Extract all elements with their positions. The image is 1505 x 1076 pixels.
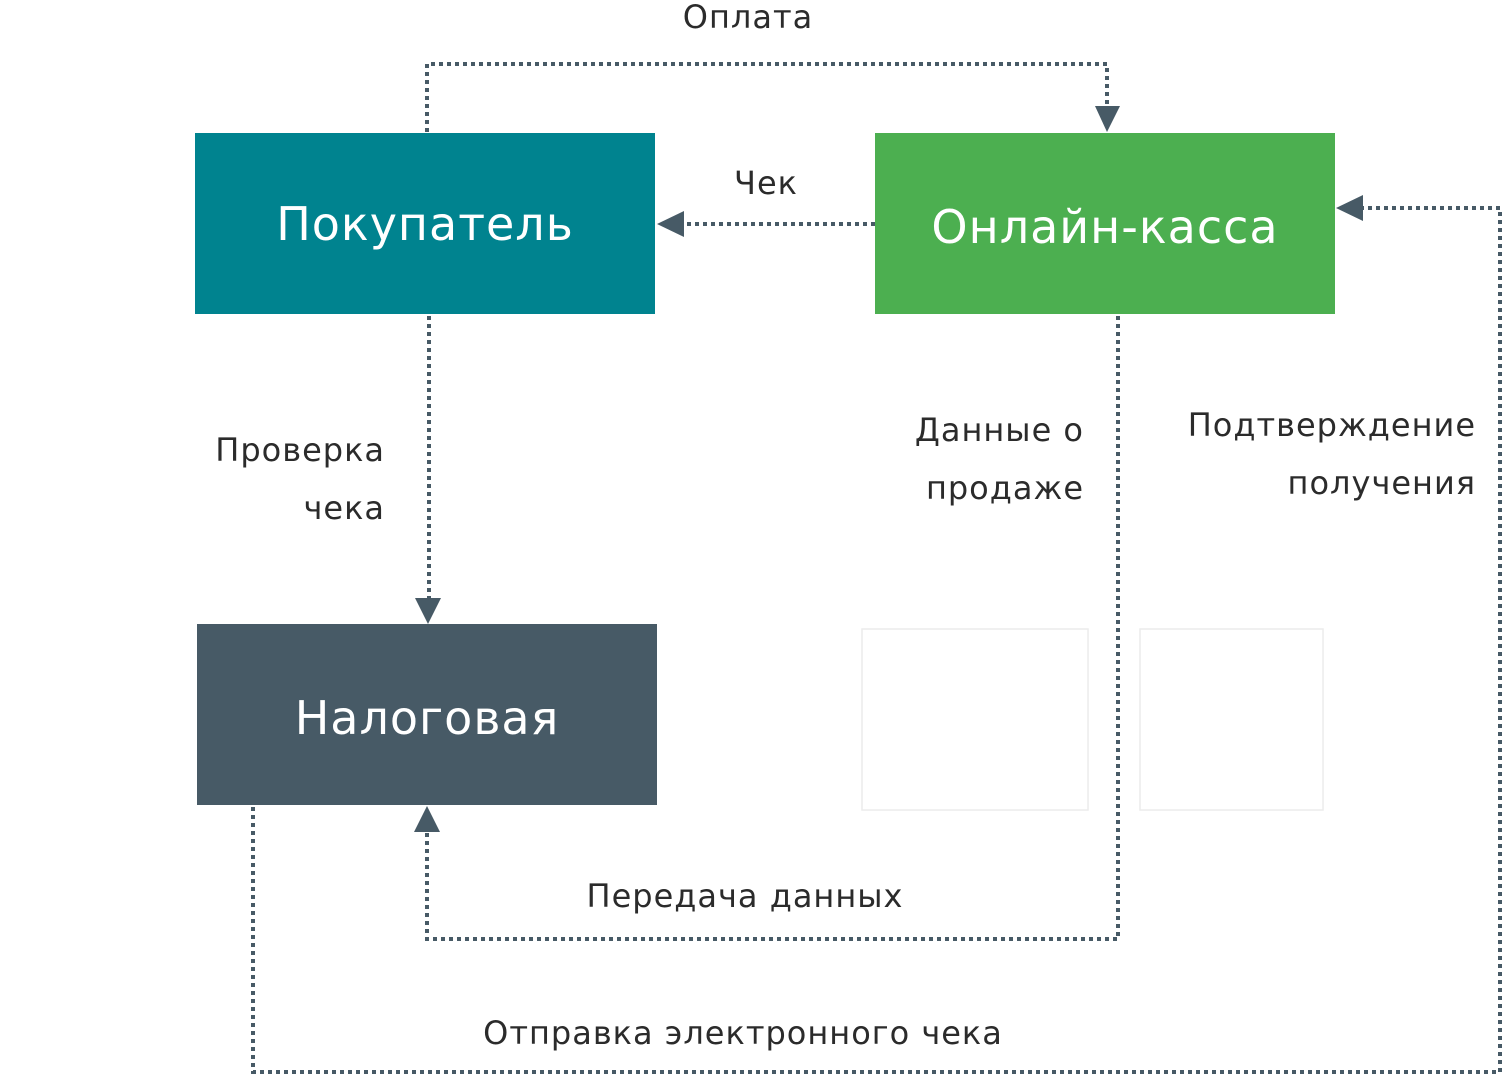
- check-receipt-label-line: Проверка: [215, 431, 385, 469]
- online-register-node: Онлайн-касса: [875, 133, 1335, 314]
- data-transfer-label: Передача данных: [586, 877, 904, 915]
- confirmation-label-line: Подтверждение: [1187, 406, 1476, 444]
- online-register-node-label: Онлайн-касса: [931, 199, 1279, 254]
- confirmation-connector: [251, 206, 1502, 1074]
- faint-placeholder-box: [1139, 628, 1324, 811]
- check-receipt-label: Проверка чека: [215, 421, 385, 537]
- payment-label: Оплата: [682, 0, 814, 36]
- buyer-node-label: Покупатель: [276, 196, 574, 251]
- arrowhead-up-icon: [414, 806, 440, 832]
- receipt-label: Чек: [734, 164, 798, 202]
- arrowhead-down-icon: [1095, 106, 1120, 132]
- confirmation-label-line: получения: [1287, 464, 1476, 502]
- send-e-receipt-label: Отправка электронного чека: [483, 1014, 1003, 1052]
- sale-data-label: Данные о продаже: [915, 401, 1084, 517]
- tax-office-node-label: Налоговая: [294, 690, 560, 745]
- arrowhead-left-icon: [657, 211, 684, 237]
- arrowhead-down-icon: [415, 598, 441, 624]
- tax-office-node: Налоговая: [197, 624, 657, 805]
- sale-data-label-line: Данные о: [914, 411, 1084, 449]
- arrowhead-left-icon: [1336, 195, 1363, 221]
- data-transfer-connector: [425, 316, 1120, 941]
- confirmation-label: Подтверждение получения: [1188, 396, 1476, 512]
- check-receipt-label-line: чека: [303, 489, 385, 527]
- buyer-node: Покупатель: [195, 133, 655, 314]
- sale-data-label-line: продаже: [925, 469, 1084, 507]
- faint-placeholder-box: [861, 628, 1089, 811]
- payment-connector: [425, 62, 1109, 132]
